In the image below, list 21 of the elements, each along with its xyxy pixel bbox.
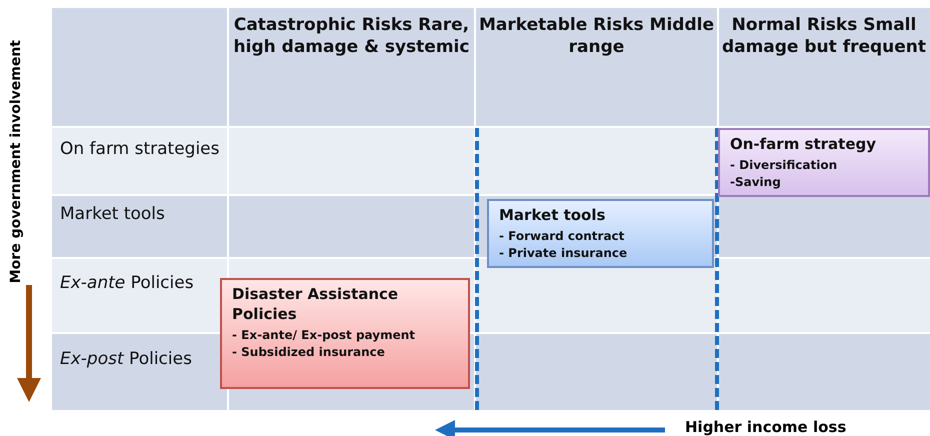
column-header: Marketable Risks Middle range	[478, 14, 715, 58]
strategy-box	[220, 278, 470, 389]
box-heading: Disaster Assistance Policies	[232, 284, 400, 324]
axis-label: Higher income loss	[685, 418, 846, 436]
list-item: - Forward contract	[499, 228, 626, 245]
axis-label: More government involvement	[8, 40, 24, 284]
list-item: - Subsidized insurance	[232, 344, 386, 361]
list-item: -Saving	[730, 174, 782, 191]
list-item: - Ex-ante/ Ex-post payment	[232, 327, 416, 344]
row-header: Ex-post Policies	[60, 348, 193, 371]
column-header: Normal Risks Small damage but frequent	[720, 14, 928, 58]
row-header: On farm strategies	[60, 138, 220, 161]
list-item: - Private insurance	[499, 245, 628, 262]
row-header: Ex-ante Policies	[60, 272, 195, 295]
list-item: - Diversification	[730, 157, 838, 174]
strategy-box	[487, 199, 714, 268]
row-header: Market tools	[60, 203, 166, 226]
box-heading: Market tools	[499, 205, 606, 225]
column-header: Catastrophic Risks Rare, high damage & systemic	[232, 14, 470, 58]
strategy-box	[718, 128, 930, 197]
box-heading: On-farm strategy	[730, 134, 878, 154]
